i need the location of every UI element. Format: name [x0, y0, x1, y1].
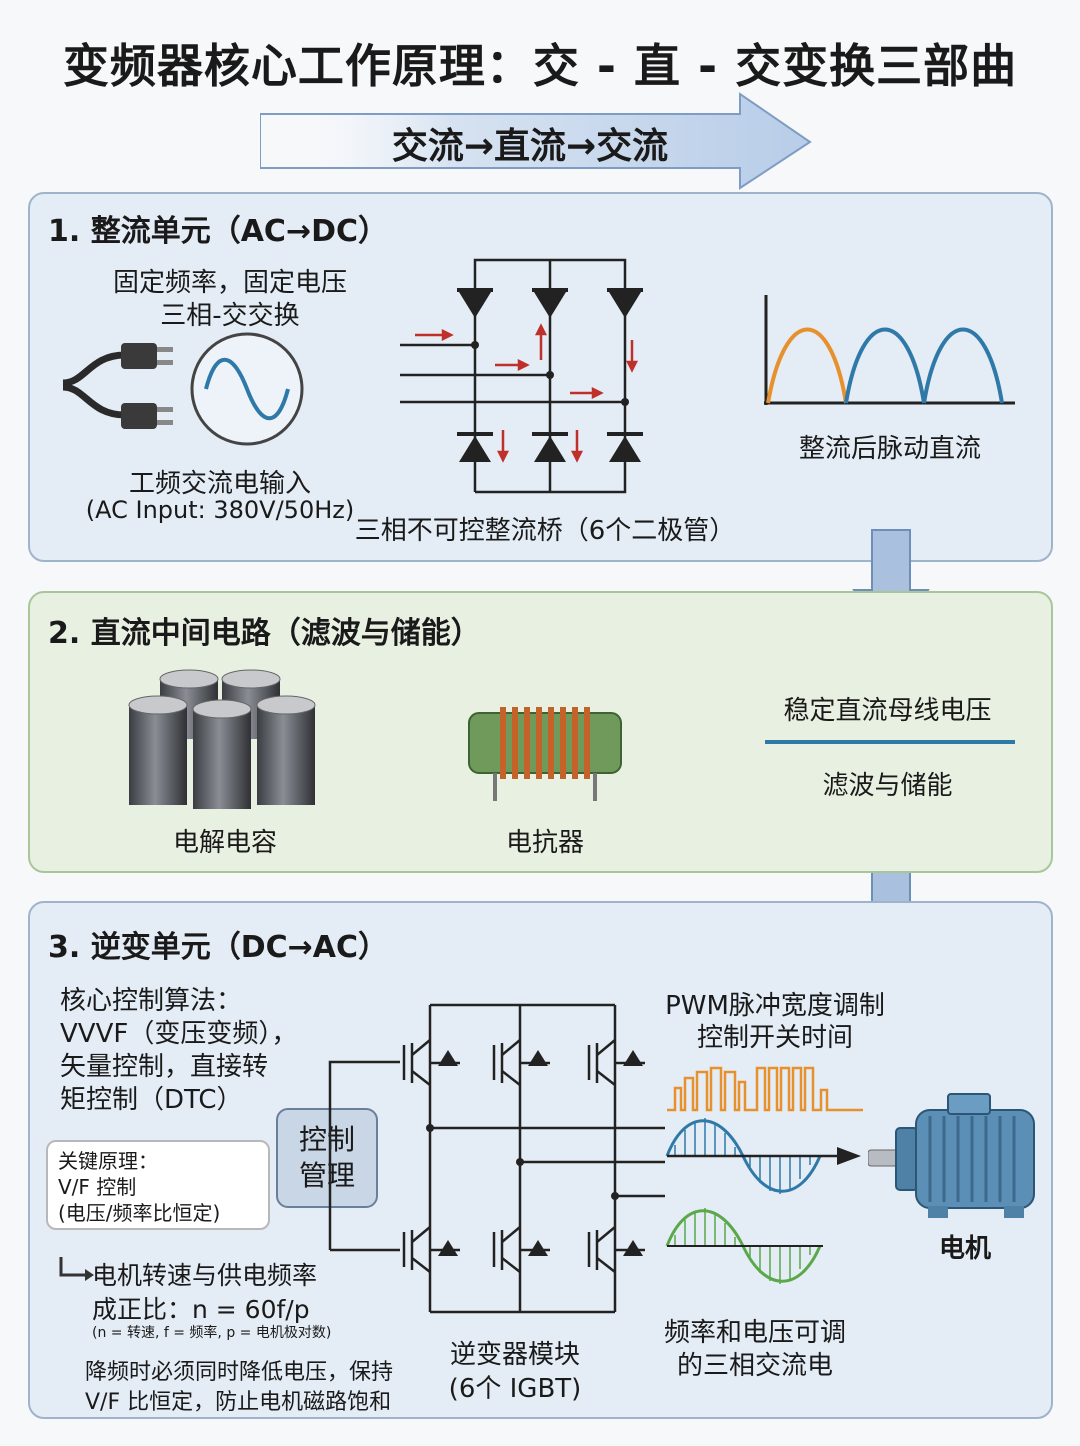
speed-relation-line1: 电机转速与供电频率	[92, 1261, 318, 1290]
page-title: 变频器核心工作原理：交 - 直 - 交变换三部曲	[62, 39, 1018, 93]
algo-line: 矢量控制，直接转	[60, 1052, 269, 1082]
flow-text: 交流→直流→交流	[391, 126, 669, 167]
dc-link-title: 2. 直流中间电路（滤波与储能）	[48, 616, 481, 651]
key-principle-line: V/F 控制	[58, 1175, 137, 1199]
pwm-pulse-icon	[667, 1066, 863, 1112]
warning-line2: V/F 比恒定，防止电机磁路饱和	[85, 1390, 392, 1415]
capacitor-icon	[128, 669, 316, 809]
bus-voltage-label: 稳定直流母线电压	[783, 696, 992, 726]
igbt-icon	[402, 1039, 645, 1273]
inverter-igbt-diagram	[328, 1003, 665, 1314]
key-principle-line: (电压/频率比恒定)	[58, 1201, 221, 1225]
warning-line1: 降频时必须同时降低电压，保持	[85, 1360, 394, 1385]
input-label-line2: (AC Input: 380V/50Hz)	[85, 496, 355, 524]
output-label: 整流后脉动直流	[798, 434, 981, 464]
control-box-line2: 管理	[298, 1159, 355, 1192]
control-box-line1: 控制	[298, 1123, 355, 1156]
dc-bus-line	[765, 740, 1015, 744]
filter-storage-label: 滤波与储能	[822, 771, 953, 801]
algo-line: 矩控制（DTC）	[60, 1085, 243, 1115]
capacitor-label: 电解电容	[172, 828, 277, 858]
inverter-title: 3. 逆变单元（DC→AC）	[48, 930, 389, 965]
bridge-label: 三相不可控整流桥（6个二极管）	[354, 516, 736, 546]
control-management-box: 控制 管理	[276, 1108, 378, 1208]
pwm-line1: PWM脉冲宽度调制	[665, 991, 885, 1021]
key-principle-bubble: 关键原理： V/F 控制 (电压/频率比恒定)	[46, 1140, 270, 1230]
motor-icon	[868, 1093, 1035, 1218]
module-line1: 逆变器模块	[449, 1340, 580, 1370]
speed-relation-line2: 成正比：n = 60f/p	[92, 1295, 310, 1324]
pwm-line2: 控制开关时间	[696, 1023, 853, 1053]
power-plug-icon	[62, 343, 173, 429]
blue-phase-wave	[665, 1118, 861, 1194]
sine-wave-icon	[190, 332, 304, 446]
pulsating-dc-graph	[764, 295, 1015, 405]
green-phase-wave	[665, 1208, 823, 1284]
control-algorithm-text: 核心控制算法： VVVF（变压变频）， 矢量控制，直接转 矩控制（DTC）	[60, 985, 297, 1117]
algo-line: 核心控制算法：	[60, 986, 243, 1016]
motor-label: 电机	[938, 1234, 991, 1264]
output-line1: 频率和电压可调	[663, 1318, 846, 1348]
rectifier-bridge-diagram	[400, 258, 643, 494]
input-desc-line2: 三相-交交换	[160, 301, 300, 331]
inductor-icon	[468, 707, 622, 801]
diode-icon	[457, 288, 643, 462]
key-principle-line: 关键原理：	[58, 1149, 158, 1173]
input-label-line1: 工频交流电输入	[128, 469, 311, 499]
algo-line: VVVF（变压变频），	[60, 1019, 298, 1049]
return-arrow-icon	[59, 1257, 94, 1281]
input-desc-line1: 固定频率，固定电压	[112, 268, 347, 298]
speed-formula-note: (n = 转速, f = 频率, p = 电机极对数)	[92, 1325, 332, 1341]
rectifier-title: 1. 整流单元（AC→DC）	[48, 214, 389, 249]
flow-arrow-banner	[260, 92, 812, 190]
output-line2: 的三相交流电	[676, 1351, 833, 1381]
module-line2: (6个 IGBT)	[448, 1374, 582, 1404]
reactor-label: 电抗器	[505, 828, 584, 858]
